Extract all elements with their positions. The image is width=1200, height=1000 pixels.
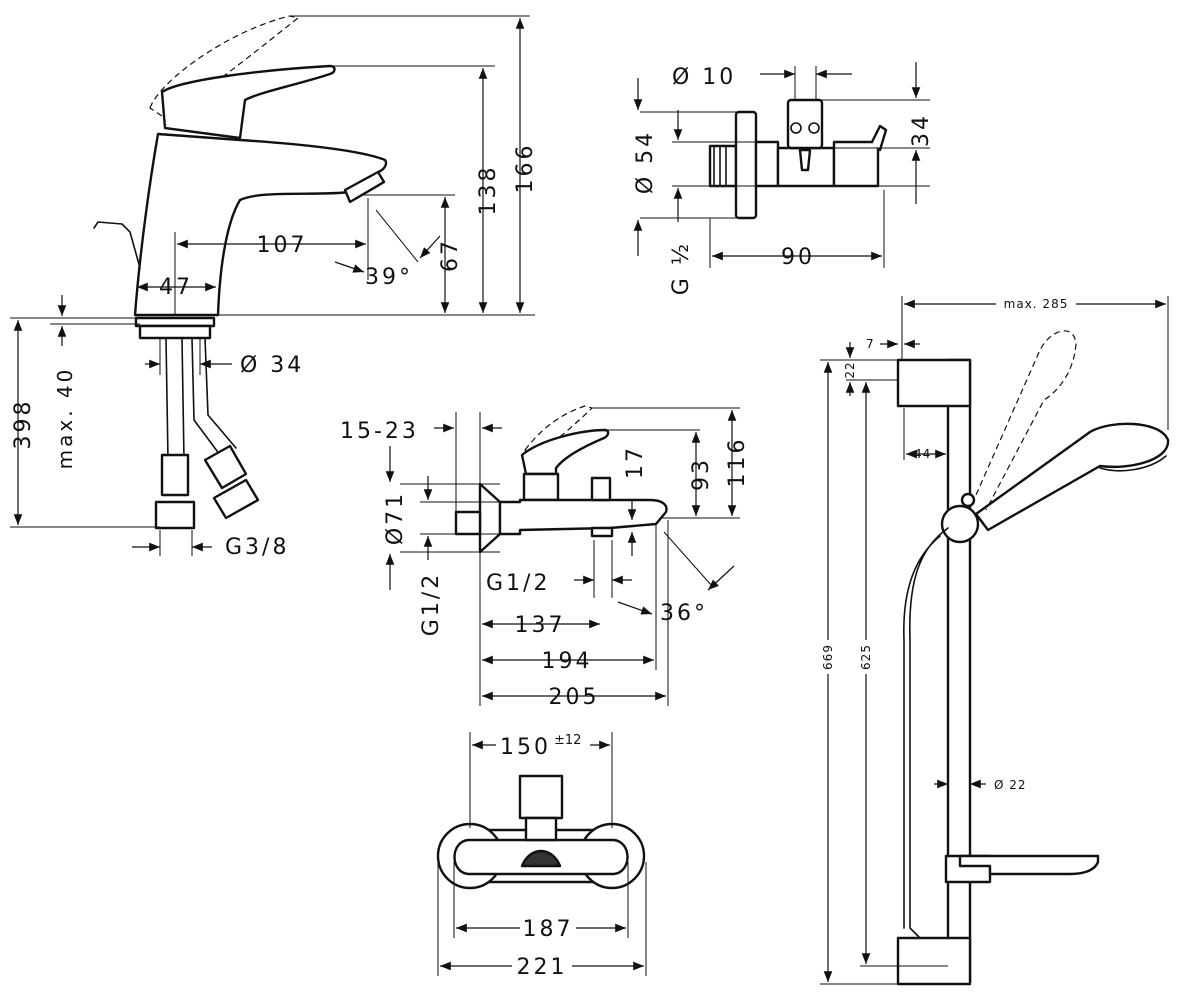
angle-valve-dim-34: 34 xyxy=(909,113,934,147)
bath-mixer-top-cartridge xyxy=(524,816,558,842)
shower-dim-625: 625 xyxy=(859,644,873,670)
bath-mixer-outlet xyxy=(590,526,614,538)
bath-mixer-body xyxy=(498,498,668,536)
bath-mixer-top-outlet xyxy=(520,849,562,868)
angle-valve-outlet-hole-right xyxy=(808,122,820,134)
basin-mixer-dim-67: 67 xyxy=(438,238,463,272)
bath-mixer-top-dim-tolerance: ±12 xyxy=(554,733,581,748)
shower-slider xyxy=(940,504,980,544)
bath-mixer-dim-rosette: Ø71 xyxy=(383,491,408,545)
bath-mixer-stub xyxy=(454,510,482,536)
basin-mixer-aerator xyxy=(343,170,386,204)
bath-mixer-dim-205: 205 xyxy=(549,685,600,710)
bath-mixer-dim-outlet-thread: G1/2 xyxy=(486,571,550,596)
label-bg xyxy=(496,732,590,756)
angle-valve-handle-tab xyxy=(870,124,888,152)
basin-mixer-lever-open-outline xyxy=(149,15,300,119)
bath-mixer-dim-angle: 36° xyxy=(660,601,708,626)
bath-mixer-dim-wall: 15-23 xyxy=(340,419,419,444)
basin-mixer-dim-107: 107 xyxy=(257,233,308,258)
label-bg xyxy=(858,640,874,674)
angle-valve-dim-outlet: Ø 10 xyxy=(672,65,736,90)
basin-mixer-hose-left xyxy=(165,337,185,461)
shower-rail-bottom-bracket xyxy=(896,936,972,986)
basin-mixer-hose-ferrule-left xyxy=(160,453,190,497)
shower-dim-669: 669 xyxy=(821,644,835,670)
bath-mixer-dim-194: 194 xyxy=(542,649,593,674)
basin-mixer-popup-rod xyxy=(93,221,141,269)
angle-valve-handle xyxy=(832,140,880,188)
angle-valve-neck xyxy=(754,140,780,188)
basin-mixer-base-nut xyxy=(138,324,212,340)
bath-mixer-dim-137: 137 xyxy=(515,613,566,638)
bath-mixer-side-drawing: 15-23 Ø71 G1/2 116 93 17 G1/2 36° 137 19… xyxy=(340,405,750,710)
basin-mixer-dim-angle: 39° xyxy=(365,265,413,290)
shower-rail-top-bracket xyxy=(896,358,972,408)
angle-valve-dim-flange: Ø 54 xyxy=(633,130,658,194)
shower-soap-dish xyxy=(958,854,1100,876)
basin-mixer-lever xyxy=(160,64,336,140)
basin-mixer-dim-138: 138 xyxy=(476,165,501,216)
shower-dim-44: 44 xyxy=(914,447,931,461)
angle-valve-thread-lines xyxy=(713,145,727,187)
label-bg xyxy=(520,914,576,940)
bath-mixer-top-dim-221: 221 xyxy=(517,955,568,980)
shower-dim-max-285: max. 285 xyxy=(1004,297,1069,311)
angle-valve-dim-thread: G ½ xyxy=(669,241,694,295)
shower-hand-shower-face xyxy=(1099,455,1167,472)
basin-mixer-nut-left xyxy=(154,500,196,530)
bath-mixer-top-dim-150: 150 xyxy=(500,735,551,760)
bath-mixer-dim-thread: G1/2 xyxy=(419,572,444,636)
basin-mixer-dim-hole: Ø 34 xyxy=(240,353,304,378)
basin-mixer-dim-max-40: max. 40 xyxy=(53,367,77,470)
bath-mixer-dim-116: 116 xyxy=(725,437,750,488)
bath-mixer-lever xyxy=(520,428,610,476)
shower-rail xyxy=(946,358,972,984)
bath-mixer-cartridge xyxy=(522,472,560,502)
angle-valve-stem xyxy=(798,148,812,172)
label-bg xyxy=(512,952,572,978)
angle-valve-dim-90: 90 xyxy=(781,245,815,270)
label-bg xyxy=(996,296,1076,312)
angle-valve-drawing: Ø 10 34 Ø 54 G ½ 90 xyxy=(633,62,934,295)
angle-valve-rosette xyxy=(734,110,758,220)
basin-mixer-drawing: 166 138 67 107 47 39° max. 40 398 Ø 34 xyxy=(10,15,538,560)
shower-set-drawing: max. 285 7 22 44 Ø 22 669 625 xyxy=(820,296,1170,986)
bath-mixer-dim-93: 93 xyxy=(689,457,714,491)
basin-mixer-dim-398: 398 xyxy=(11,399,36,450)
basin-mixer-dim-thread: G3/8 xyxy=(225,535,289,560)
basin-mixer-dim-166: 166 xyxy=(513,143,538,194)
angle-valve-outlet-hole-left xyxy=(790,122,802,134)
shower-hose xyxy=(903,527,949,939)
shower-slider-knob xyxy=(960,492,976,508)
shower-dim-22: 22 xyxy=(843,361,857,378)
basin-mixer-hose-right xyxy=(191,337,237,456)
angle-valve-outlet xyxy=(786,98,824,150)
bath-mixer-top-dim-187: 187 xyxy=(523,917,574,942)
bath-mixer-rosette xyxy=(478,482,502,554)
bath-mixer-dim-17: 17 xyxy=(623,445,648,479)
shower-dim-7: 7 xyxy=(866,337,875,351)
bath-mixer-diverter xyxy=(590,476,612,502)
label-bg xyxy=(820,640,836,674)
basin-mixer-hose-ferrule-right xyxy=(203,444,248,490)
shower-hand-shower xyxy=(974,422,1170,532)
bath-mixer-top-lever xyxy=(518,774,564,820)
basin-mixer-nut-right xyxy=(212,478,260,520)
shower-hand-shower-tilted-outline xyxy=(971,330,1077,511)
shower-dim-rail-diameter: Ø 22 xyxy=(994,778,1027,792)
basin-mixer-dim-47: 47 xyxy=(159,275,193,300)
bath-mixer-top-drawing: 150 ±12 187 221 xyxy=(436,732,647,980)
